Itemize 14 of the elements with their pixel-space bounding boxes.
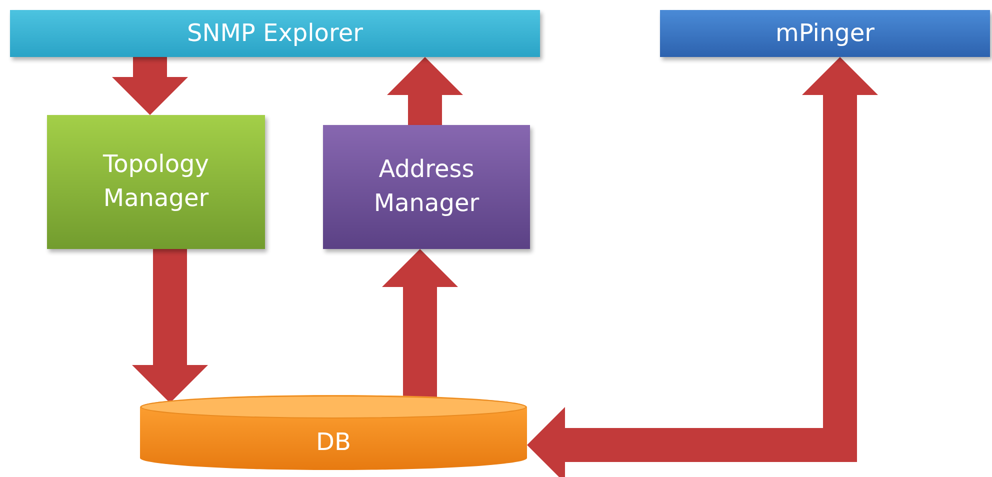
title-bar xyxy=(10,10,540,57)
title-bar xyxy=(660,10,990,57)
block-arrow xyxy=(132,249,208,403)
block-arrow xyxy=(527,57,878,477)
block-arrow xyxy=(382,249,458,397)
node-label: SNMP Explorer xyxy=(186,18,364,49)
node-label: DB xyxy=(315,426,352,458)
process-box xyxy=(47,115,265,249)
node-label: Address Manager xyxy=(372,154,480,219)
node-label: mPinger xyxy=(774,18,876,49)
node-label: Topology Manager xyxy=(102,149,210,214)
block-arrow xyxy=(112,57,188,115)
block-arrow xyxy=(387,57,463,125)
process-box xyxy=(323,125,530,249)
